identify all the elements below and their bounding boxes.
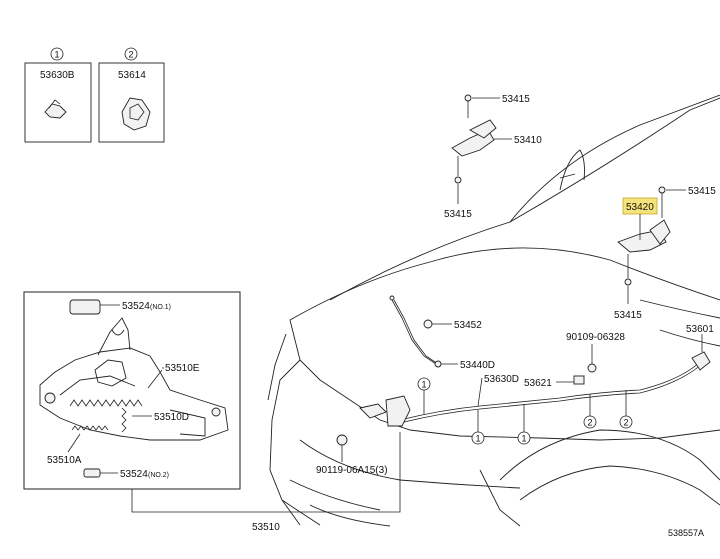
label-53524-no2-suffix: (NO.2)	[148, 472, 169, 479]
callout-1c-number: 1	[521, 434, 526, 444]
label-53524-no1: 53524	[122, 301, 150, 312]
label-53415-left: 53415	[444, 209, 472, 220]
label-53524-no1-suffix: (NO.1)	[150, 304, 171, 311]
label-53415-right: 53415	[688, 186, 716, 197]
spring-53510a-shape	[71, 425, 109, 431]
label-53420: 53420	[626, 202, 654, 213]
pad-53524-no1-shape	[69, 299, 101, 315]
support-rod-assembly: 53452 53440D	[389, 295, 495, 371]
car-body-outline	[267, 94, 720, 527]
label-53510: 53510	[252, 522, 280, 533]
label-53410: 53410	[514, 135, 542, 146]
legend-item-2: 2 53614	[98, 47, 165, 143]
spring-53510d-shape	[121, 407, 127, 433]
callout-1b-number: 1	[475, 434, 480, 444]
legend-item-1: 1 53630B	[24, 47, 92, 143]
legend-item-1-part: 53630B	[40, 70, 75, 81]
label-53510e: 53510E	[165, 363, 200, 374]
callout-1a: 1	[417, 377, 431, 414]
callout-1c: 1	[517, 404, 531, 445]
label-90109: 90109-06328	[566, 332, 625, 343]
callout-2a-number: 2	[587, 418, 592, 428]
callout-1a-number: 1	[421, 380, 426, 390]
label-53510a: 53510A	[47, 455, 82, 466]
hood-lock-inset: 53524 (NO.1) 53510E 53510D 53510A 53524 …	[23, 291, 241, 490]
pad-53524-no2-shape	[83, 468, 101, 478]
label-53510d: 53510D	[154, 412, 189, 423]
legend-item-1-number: 1	[54, 50, 59, 60]
legend-item-2-number: 2	[128, 50, 133, 60]
legend-item-2-part: 53614	[118, 70, 146, 81]
callout-2a: 2	[583, 394, 597, 429]
label-53440d: 53440D	[460, 360, 495, 371]
callout-2b: 2	[619, 390, 633, 429]
callout-1b: 1	[471, 410, 485, 445]
clip-53630b-icon	[44, 99, 67, 119]
hinge-right-53420: 53415 53420 53415	[614, 186, 716, 321]
label-53630d: 53630D	[484, 374, 519, 385]
label-53524-no2: 53524	[120, 469, 148, 480]
label-53601: 53601	[686, 324, 714, 335]
label-53452: 53452	[454, 320, 482, 331]
label-53415-lower: 53415	[614, 310, 642, 321]
diagram-code: 538557A	[668, 528, 704, 538]
hood-lock-53510: 90119-06A15(3)	[316, 395, 411, 476]
spring-53510e-shape	[69, 399, 143, 407]
clamp-53614-icon	[121, 97, 151, 131]
callout-2b-number: 2	[623, 418, 628, 428]
label-90119: 90119-06A15(3)	[316, 465, 388, 476]
release-cable-53630d: 53630D 53621	[399, 361, 703, 424]
leader-53510: 53510	[131, 432, 401, 533]
label-53415-top: 53415	[502, 94, 530, 105]
hinge-left-53410: 53415 53410 53415	[444, 94, 542, 220]
release-lever-53601: 90109-06328 53601	[566, 324, 714, 373]
label-53621: 53621	[524, 378, 552, 389]
